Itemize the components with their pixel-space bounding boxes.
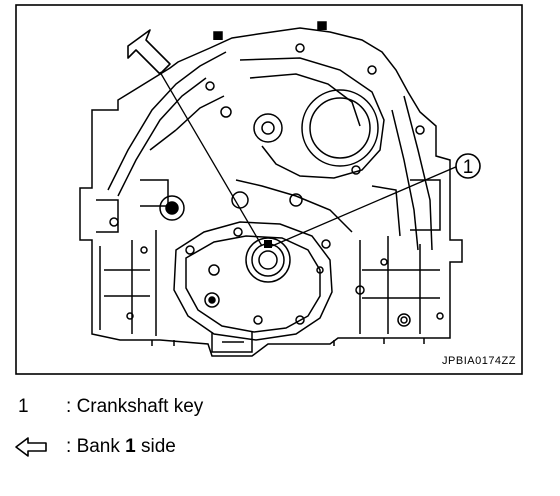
legend-label-prefix: Bank <box>76 436 126 457</box>
legend-key-1: 1 <box>18 396 29 417</box>
direction-line <box>159 71 263 247</box>
callout-1: 1 <box>455 153 481 179</box>
mounting-bolts <box>151 21 425 346</box>
callout-number: 1 <box>463 157 474 178</box>
legend-text: : Crankshaft key <box>66 396 203 418</box>
callout-leader-line <box>271 165 459 247</box>
legend-item-bank-side: : Bank 1 side <box>0 432 560 462</box>
legend: 1 : Crankshaft key : Bank 1 side <box>0 380 560 496</box>
figure-frame <box>15 4 523 375</box>
legend-text: : Bank 1 side <box>66 436 176 458</box>
legend-item-crankshaft-key: 1 : Crankshaft key <box>0 392 560 422</box>
legend-label: Crankshaft key <box>76 396 204 417</box>
block-bosses <box>109 43 444 327</box>
legend-separator: : <box>66 436 72 457</box>
legend-label-bold: 1 <box>125 436 136 457</box>
legend-label-suffix: side <box>135 436 176 457</box>
engine-block-outline <box>79 27 463 357</box>
figure-reference-id: JPBIA0174ZZ <box>442 355 516 367</box>
legend-separator: : <box>66 396 72 417</box>
outline-left-arrow-icon <box>15 437 47 457</box>
engine-block-diagram: 1 JPBIA0174ZZ <box>15 4 523 375</box>
engine-block-drawing: 1 <box>15 4 523 375</box>
bank-direction-arrow-icon <box>127 29 171 75</box>
crankshaft-key-mark <box>264 240 272 248</box>
